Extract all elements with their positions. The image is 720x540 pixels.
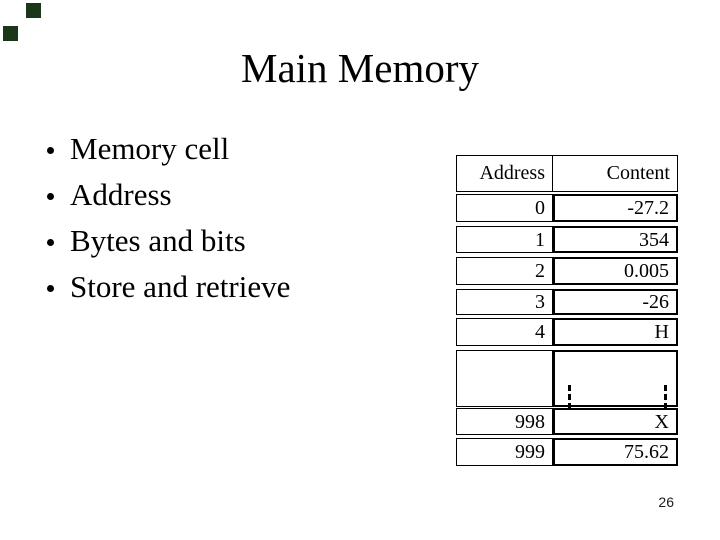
content-cell: 75.62 [553,438,678,466]
content-cell: 0.005 [553,257,678,285]
address-cell: 0 [456,194,553,222]
page-number: 26 [658,494,674,510]
bullet-text: Memory cell [70,131,230,166]
content-cell: H [553,318,678,346]
bullet-text: Bytes and bits [70,223,246,258]
content-cell: -26 [553,289,678,315]
decor-square-left-icon [3,26,18,41]
bullet-item: Memory cell [40,126,290,172]
content-cell: X [553,408,678,435]
table-header-row: Address Content [456,155,678,192]
bullet-list: Memory cell Address Bytes and bits Store… [40,126,290,310]
address-cell: 4 [456,318,553,346]
bullet-icon [47,192,54,200]
bullet-item: Address [40,172,290,218]
bullet-text: Store and retrieve [70,269,291,304]
address-cell: 999 [456,438,553,466]
content-cell: 354 [553,226,678,253]
bullet-icon [47,146,54,154]
bullet-icon [47,238,54,246]
bullet-text: Address [70,177,172,212]
address-cell-ellipsis [456,350,553,407]
bullet-item: Store and retrieve [40,264,290,310]
address-cell: 998 [456,408,553,435]
vertical-ellipsis-icon [664,385,667,409]
content-cell: -27.2 [553,194,678,222]
address-header-cell: Address [457,156,553,191]
vertical-ellipsis-icon [568,385,571,409]
content-cell-ellipsis [553,350,678,407]
decor-square-top-icon [26,3,41,18]
address-cell: 1 [456,226,553,253]
content-header-cell: Content [606,162,670,184]
address-cell: 2 [456,257,553,285]
bullet-item: Bytes and bits [40,218,290,264]
bullet-icon [47,284,54,292]
address-cell: 3 [456,289,553,315]
slide-title: Main Memory [241,45,479,91]
